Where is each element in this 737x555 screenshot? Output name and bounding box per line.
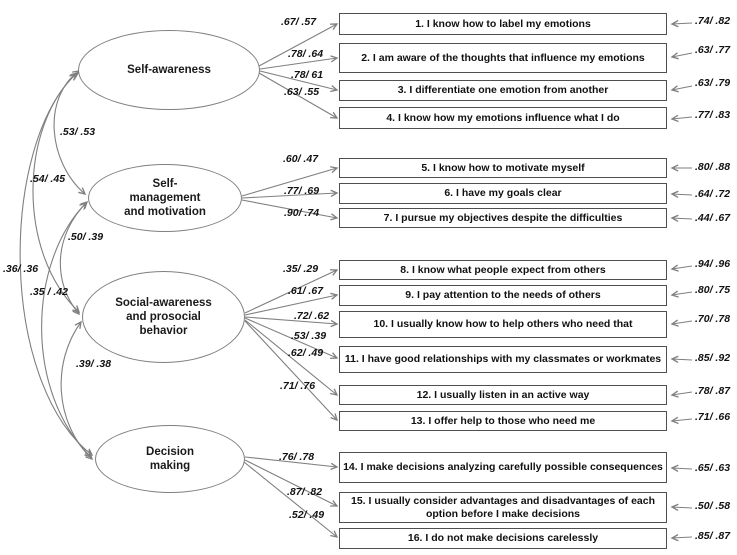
item-box-10: 10. I usually know how to help others wh… — [339, 311, 667, 338]
factor-ellipse-self-management-and-motivation: Self- management and motivation — [88, 164, 242, 232]
error-arrows — [672, 23, 693, 538]
correlation-label-social-dm: .39/ .38 — [76, 358, 112, 370]
error-value-13: .71/ .66 — [695, 411, 731, 423]
item-box-8: 8. I know what people expect from others — [339, 260, 667, 280]
loading-label-f4-i15: .87/ .82 — [287, 486, 323, 498]
item-box-7: 7. I pursue my objectives despite the di… — [339, 208, 667, 228]
factor-label: Social-awareness and prosocial behavior — [115, 296, 212, 337]
loading-label-f3-i9: .61/ .67 — [288, 285, 324, 297]
error-value-16: .85/ .87 — [695, 530, 731, 542]
error-value-14: .65/ .63 — [695, 462, 731, 474]
loading-label-f3-i13: .71/ .76 — [280, 380, 316, 392]
error-value-3: .63/ .79 — [695, 77, 731, 89]
item-box-5: 5. I know how to motivate myself — [339, 158, 667, 178]
error-value-6: .64/ .72 — [695, 188, 731, 200]
error-value-15: .50/ .58 — [695, 500, 731, 512]
error-value-2: .63/ .77 — [695, 44, 731, 56]
factor-label: Decision making — [146, 445, 194, 472]
item-box-12: 12. I usually listen in an active way — [339, 385, 667, 405]
loading-label-f3-i10: .72/ .62 — [294, 310, 330, 322]
item-box-14: 14. I make decisions analyzing carefully… — [339, 452, 667, 483]
covariance-curves — [19, 71, 92, 459]
loading-label-f1-i3: .78/ 61 — [291, 69, 324, 81]
factor-ellipse-decision-making: Decision making — [95, 425, 245, 493]
item-box-16: 16. I do not make decisions carelessly — [339, 528, 667, 549]
loading-label-f4-i14: .76/ .78 — [279, 451, 315, 463]
factor-label: Self-awareness — [127, 63, 211, 76]
factor-ellipse-self-awareness: Self-awareness — [78, 30, 260, 110]
correlation-label-sa-social: .54/ .45 — [30, 173, 66, 185]
loading-label-f2-i7: .90/ .74 — [284, 207, 320, 219]
item-box-11: 11. I have good relationships with my cl… — [339, 346, 667, 373]
loading-label-f2-i5: .60/ .47 — [283, 153, 319, 165]
item-box-9: 9. I pay attention to the needs of other… — [339, 285, 667, 306]
loading-label-f1-i1: .67/ .57 — [281, 16, 317, 28]
factor-ellipse-social-awareness-and-prosocial-behavior: Social-awareness and prosocial behavior — [82, 271, 245, 363]
error-value-11: .85/ .92 — [695, 352, 731, 364]
error-value-4: .77/ .83 — [695, 109, 731, 121]
error-value-1: .74/ .82 — [695, 15, 731, 27]
item-box-1: 1. I know how to label my emotions — [339, 13, 667, 35]
loading-label-f4-i16: .52/ .49 — [289, 509, 325, 521]
loading-label-f3-i8: .35/ .29 — [283, 263, 319, 275]
item-box-2: 2. I am aware of the thoughts that influ… — [339, 43, 667, 73]
error-value-5: .80/ .88 — [695, 161, 731, 173]
item-box-15: 15. I usually consider advantages and di… — [339, 492, 667, 523]
item-box-4: 4. I know how my emotions influence what… — [339, 107, 667, 129]
factor-label: Self- management and motivation — [124, 177, 206, 218]
item-box-13: 13. I offer help to those who need me — [339, 411, 667, 431]
item-box-3: 3. I differentiate one emotion from anot… — [339, 80, 667, 101]
error-value-9: .80/ .75 — [695, 284, 731, 296]
correlation-label-sa-sm: .53/ .53 — [60, 126, 96, 138]
loading-label-f2-i6: .77/ .69 — [284, 185, 320, 197]
error-value-7: .44/ .67 — [695, 212, 731, 224]
loading-label-f1-i2: .78/ .64 — [288, 48, 324, 60]
loading-arrows — [241, 24, 337, 537]
error-value-12: .78/ .87 — [695, 385, 731, 397]
error-value-8: .94/ .96 — [695, 258, 731, 270]
loading-label-f3-i11: .53/ .39 — [291, 330, 327, 342]
error-value-10: .70/ .78 — [695, 313, 731, 325]
item-box-6: 6. I have my goals clear — [339, 183, 667, 204]
loading-label-f3-i12: .62/ .49 — [288, 347, 324, 359]
correlation-label-sm-dm: .35 / .42 — [30, 286, 68, 298]
loading-label-f1-i4: .63/ .55 — [284, 86, 320, 98]
correlation-label-sm-social: .50/ .39 — [68, 231, 104, 243]
correlation-label-sa-dm: .36/ .36 — [3, 263, 39, 275]
